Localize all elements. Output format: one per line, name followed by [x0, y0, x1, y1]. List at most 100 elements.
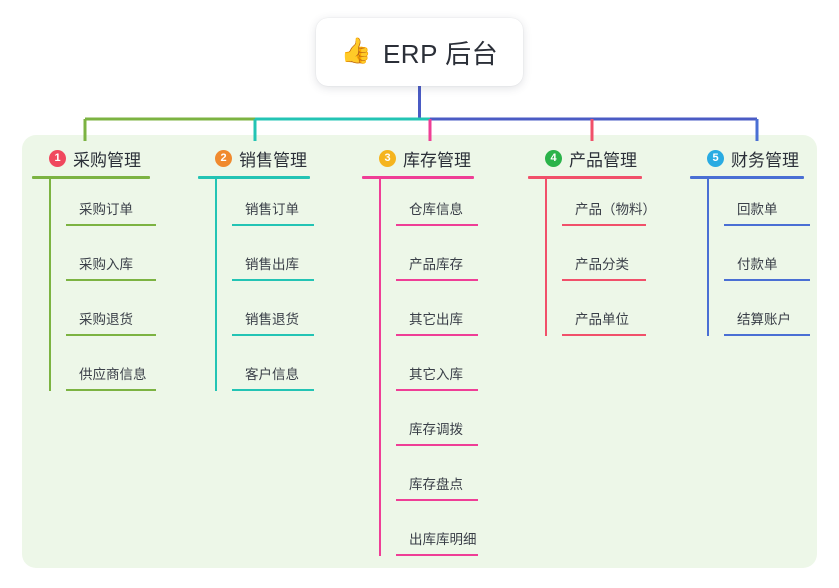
- leaf-node-label: 其它入库: [409, 367, 463, 382]
- leaf-node[interactable]: 产品单位: [545, 289, 646, 344]
- leaf-node[interactable]: 仓库信息: [379, 179, 478, 234]
- leaf-underline: [66, 279, 156, 281]
- branch-header-3[interactable]: 3 库存管理: [362, 145, 474, 171]
- leaf-underline: [232, 279, 314, 281]
- leaf-node-label: 产品库存: [409, 257, 463, 272]
- leaf-underline: [396, 279, 478, 281]
- leaf-underline: [396, 499, 478, 501]
- leaf-node[interactable]: 客户信息: [215, 344, 314, 399]
- branch-header-1[interactable]: 1 采购管理: [32, 145, 150, 171]
- leaf-node[interactable]: 出库库明细: [379, 509, 478, 564]
- branch-column-3[interactable]: 3 库存管理仓库信息产品库存其它出库其它入库库存调拨库存盘点出库库明细: [362, 145, 478, 564]
- branch-title: 产品管理: [569, 150, 637, 170]
- leaf-underline: [66, 334, 156, 336]
- leaf-node-label: 销售退货: [245, 312, 299, 327]
- branch-header-4[interactable]: 4 产品管理: [528, 145, 642, 171]
- branch-underline: [362, 176, 474, 179]
- branch-spine: [215, 179, 217, 391]
- leaf-node[interactable]: 产品库存: [379, 234, 478, 289]
- leaf-node-label: 采购入库: [79, 257, 133, 272]
- branch-number-badge: 2: [215, 149, 232, 167]
- leaf-underline: [396, 444, 478, 446]
- branch-header-5[interactable]: 5 财务管理: [690, 145, 804, 171]
- root-node-label: ERP 后台: [382, 38, 499, 69]
- leaf-node[interactable]: 采购退货: [49, 289, 156, 344]
- leaf-underline: [66, 224, 156, 226]
- branch-underline: [32, 176, 150, 179]
- branch-title: 库存管理: [403, 150, 471, 170]
- leaf-node-label: 销售出库: [245, 257, 299, 272]
- branch-number-badge: 4: [545, 149, 562, 167]
- leaf-node[interactable]: 销售订单: [215, 179, 314, 234]
- leaf-node[interactable]: 供应商信息: [49, 344, 156, 399]
- branch-children: 销售订单销售出库销售退货客户信息: [198, 179, 314, 399]
- connector-group: [83, 86, 759, 141]
- branch-title: 采购管理: [73, 150, 141, 170]
- leaf-node-label: 客户信息: [245, 367, 299, 382]
- branch-children: 回款单付款单结算账户: [690, 179, 810, 344]
- branch-spine: [49, 179, 51, 391]
- root-node[interactable]: 👍 ERP 后台: [316, 18, 523, 86]
- leaf-node[interactable]: 销售退货: [215, 289, 314, 344]
- leaf-node-label: 供应商信息: [79, 367, 147, 382]
- leaf-node-label: 库存调拨: [409, 422, 463, 437]
- leaf-node-label: 仓库信息: [409, 202, 463, 217]
- leaf-node[interactable]: 采购订单: [49, 179, 156, 234]
- branch-title: 销售管理: [239, 150, 307, 170]
- leaf-underline: [232, 224, 314, 226]
- branch-spine: [707, 179, 709, 336]
- leaf-underline: [396, 334, 478, 336]
- branch-children: 产品（物料） 产品分类产品单位: [528, 179, 656, 344]
- leaf-node-label: 付款单: [737, 257, 778, 272]
- branch-number-badge: 1: [49, 149, 66, 167]
- branch-children: 采购订单采购入库采购退货供应商信息: [32, 179, 156, 399]
- leaf-underline: [232, 389, 314, 391]
- leaf-underline: [232, 334, 314, 336]
- thumbs-up-icon: 👍: [340, 36, 372, 65]
- leaf-underline: [724, 334, 810, 336]
- leaf-node-label: 库存盘点: [409, 477, 463, 492]
- leaf-node[interactable]: 其它入库: [379, 344, 478, 399]
- branch-underline: [690, 176, 804, 179]
- branch-number-badge: 5: [707, 149, 724, 167]
- leaf-node[interactable]: 回款单: [707, 179, 810, 234]
- branch-column-2[interactable]: 2 销售管理销售订单销售出库销售退货客户信息: [198, 145, 314, 399]
- leaf-underline: [562, 279, 646, 281]
- leaf-node-label: 产品分类: [575, 257, 629, 272]
- leaf-node-label: 其它出库: [409, 312, 463, 327]
- leaf-node[interactable]: 付款单: [707, 234, 810, 289]
- branch-column-4[interactable]: 4 产品管理产品（物料） 产品分类产品单位: [528, 145, 656, 344]
- branch-number-badge: 3: [379, 149, 396, 167]
- leaf-underline: [562, 224, 646, 226]
- leaf-underline: [396, 389, 478, 391]
- leaf-node-label: 采购退货: [79, 312, 133, 327]
- leaf-node[interactable]: 产品分类: [545, 234, 646, 289]
- leaf-node-label: 销售订单: [245, 202, 299, 217]
- leaf-underline: [396, 224, 478, 226]
- leaf-underline: [562, 334, 646, 336]
- leaf-underline: [724, 224, 810, 226]
- leaf-node[interactable]: 库存盘点: [379, 454, 478, 509]
- leaf-node[interactable]: 产品（物料）: [545, 179, 656, 234]
- branch-spine: [545, 179, 547, 336]
- leaf-node[interactable]: 其它出库: [379, 289, 478, 344]
- branch-children: 仓库信息产品库存其它出库其它入库库存调拨库存盘点出库库明细: [362, 179, 478, 564]
- leaf-node-label: 采购订单: [79, 202, 133, 217]
- leaf-node[interactable]: 库存调拨: [379, 399, 478, 454]
- branch-column-5[interactable]: 5 财务管理回款单付款单结算账户: [690, 145, 810, 344]
- leaf-node[interactable]: 采购入库: [49, 234, 156, 289]
- leaf-node-label: 结算账户: [737, 312, 791, 327]
- leaf-node-label: 回款单: [737, 202, 778, 217]
- branch-title: 财务管理: [731, 150, 799, 170]
- leaf-node-label: 产品单位: [575, 312, 629, 327]
- leaf-node[interactable]: 结算账户: [707, 289, 810, 344]
- leaf-node-label: 产品（物料）: [575, 202, 656, 217]
- branch-header-2[interactable]: 2 销售管理: [198, 145, 310, 171]
- leaf-underline: [396, 554, 478, 556]
- diagram-panel: [22, 135, 817, 568]
- leaf-node[interactable]: 销售出库: [215, 234, 314, 289]
- branch-underline: [528, 176, 642, 179]
- leaf-underline: [66, 389, 156, 391]
- branch-column-1[interactable]: 1 采购管理采购订单采购入库采购退货供应商信息: [32, 145, 156, 399]
